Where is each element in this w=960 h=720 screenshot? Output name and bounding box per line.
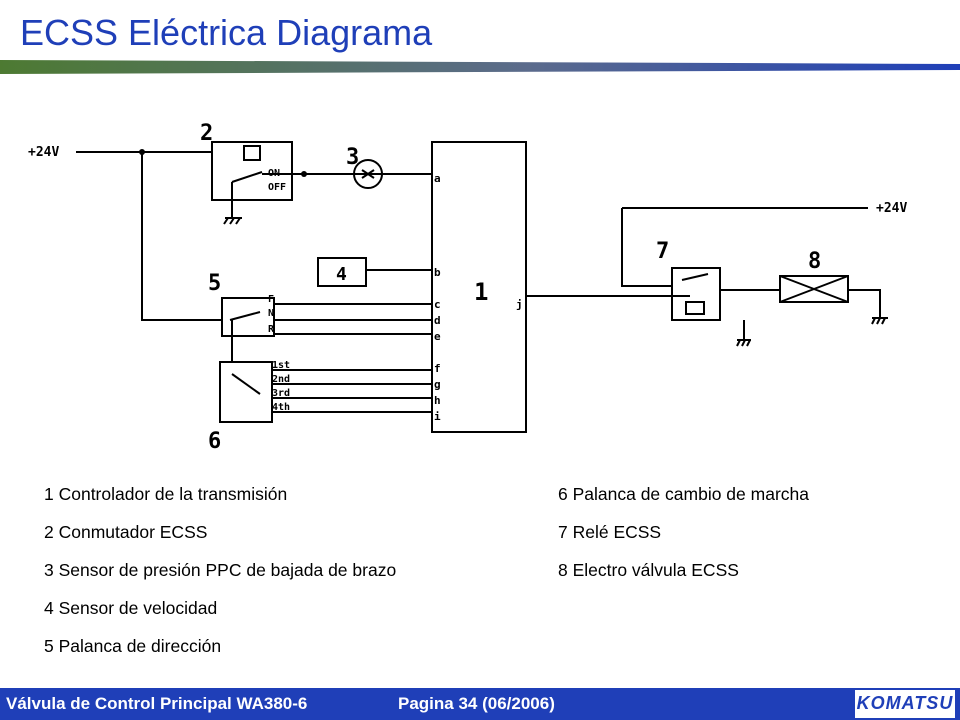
- pin-label-f: f: [434, 362, 441, 375]
- gear-label-2nd: 2nd: [272, 374, 290, 385]
- pin-label-h: h: [434, 394, 441, 407]
- footer-page-number: Pagina 34 (06/2006): [398, 694, 555, 713]
- gear-label-4th: 4th: [272, 402, 290, 413]
- footer-bar: Válvula de Control Principal WA380-6 Pag…: [0, 688, 960, 720]
- legend-item: 3 Sensor de presión PPC de bajada de bra…: [44, 560, 397, 580]
- gear-label-1st: 1st: [272, 360, 290, 371]
- component-number-7: 7: [656, 239, 669, 264]
- legend-item: 5 Palanca de dirección: [44, 636, 222, 656]
- component-number-8: 8: [808, 249, 821, 274]
- component-number-3: 3: [346, 145, 359, 170]
- pin-label-d: d: [434, 314, 441, 327]
- komatsu-logo: KOMATSU: [855, 690, 955, 718]
- component-number-6: 6: [208, 429, 221, 454]
- component-number-5: 5: [208, 271, 221, 296]
- pin-label-c: c: [434, 298, 441, 311]
- page-title: ECSS Eléctrica Diagrama: [20, 12, 433, 53]
- legend-right: 6 Palanca de cambio de marcha 7 Relé ECS…: [558, 484, 809, 598]
- pin-label-g: g: [434, 378, 441, 391]
- lever-label-f: F: [268, 294, 274, 305]
- legend-item: 2 Conmutador ECSS: [44, 522, 208, 542]
- voltage-label-left: +24V: [28, 145, 59, 160]
- electrical-diagram: +24V +24V 1 2 3 4 5 6 7 8 ON OFF a b c d…: [28, 121, 907, 454]
- logo-text: KOMATSU: [856, 693, 954, 713]
- component-number-1: 1: [474, 278, 488, 306]
- voltage-label-right: +24V: [876, 201, 907, 216]
- footer-title: Válvula de Control Principal WA380-6: [6, 694, 308, 713]
- lever-label-r: R: [268, 324, 275, 335]
- legend-item: 1 Controlador de la transmisión: [44, 484, 288, 504]
- component-number-4: 4: [336, 264, 347, 285]
- pin-label-e: e: [434, 330, 441, 343]
- pin-label-a: a: [434, 172, 441, 185]
- title-underline-bar: [0, 60, 960, 74]
- legend-left: 1 Controlador de la transmisión 2 Conmut…: [44, 484, 396, 674]
- legend-item: 7 Relé ECSS: [558, 522, 662, 542]
- gear-label-3rd: 3rd: [272, 388, 290, 399]
- component-number-2: 2: [200, 121, 213, 146]
- switch-off-label: OFF: [268, 182, 286, 193]
- switch-on-label: ON: [268, 168, 280, 179]
- legend-item: 8 Electro válvula ECSS: [558, 560, 739, 580]
- legend-item: 6 Palanca de cambio de marcha: [558, 484, 809, 504]
- pin-label-j: j: [516, 298, 523, 311]
- legend-item: 4 Sensor de velocidad: [44, 598, 218, 618]
- pin-label-i: i: [434, 410, 441, 423]
- lever-label-n: N: [268, 308, 274, 319]
- pin-label-b: b: [434, 266, 441, 279]
